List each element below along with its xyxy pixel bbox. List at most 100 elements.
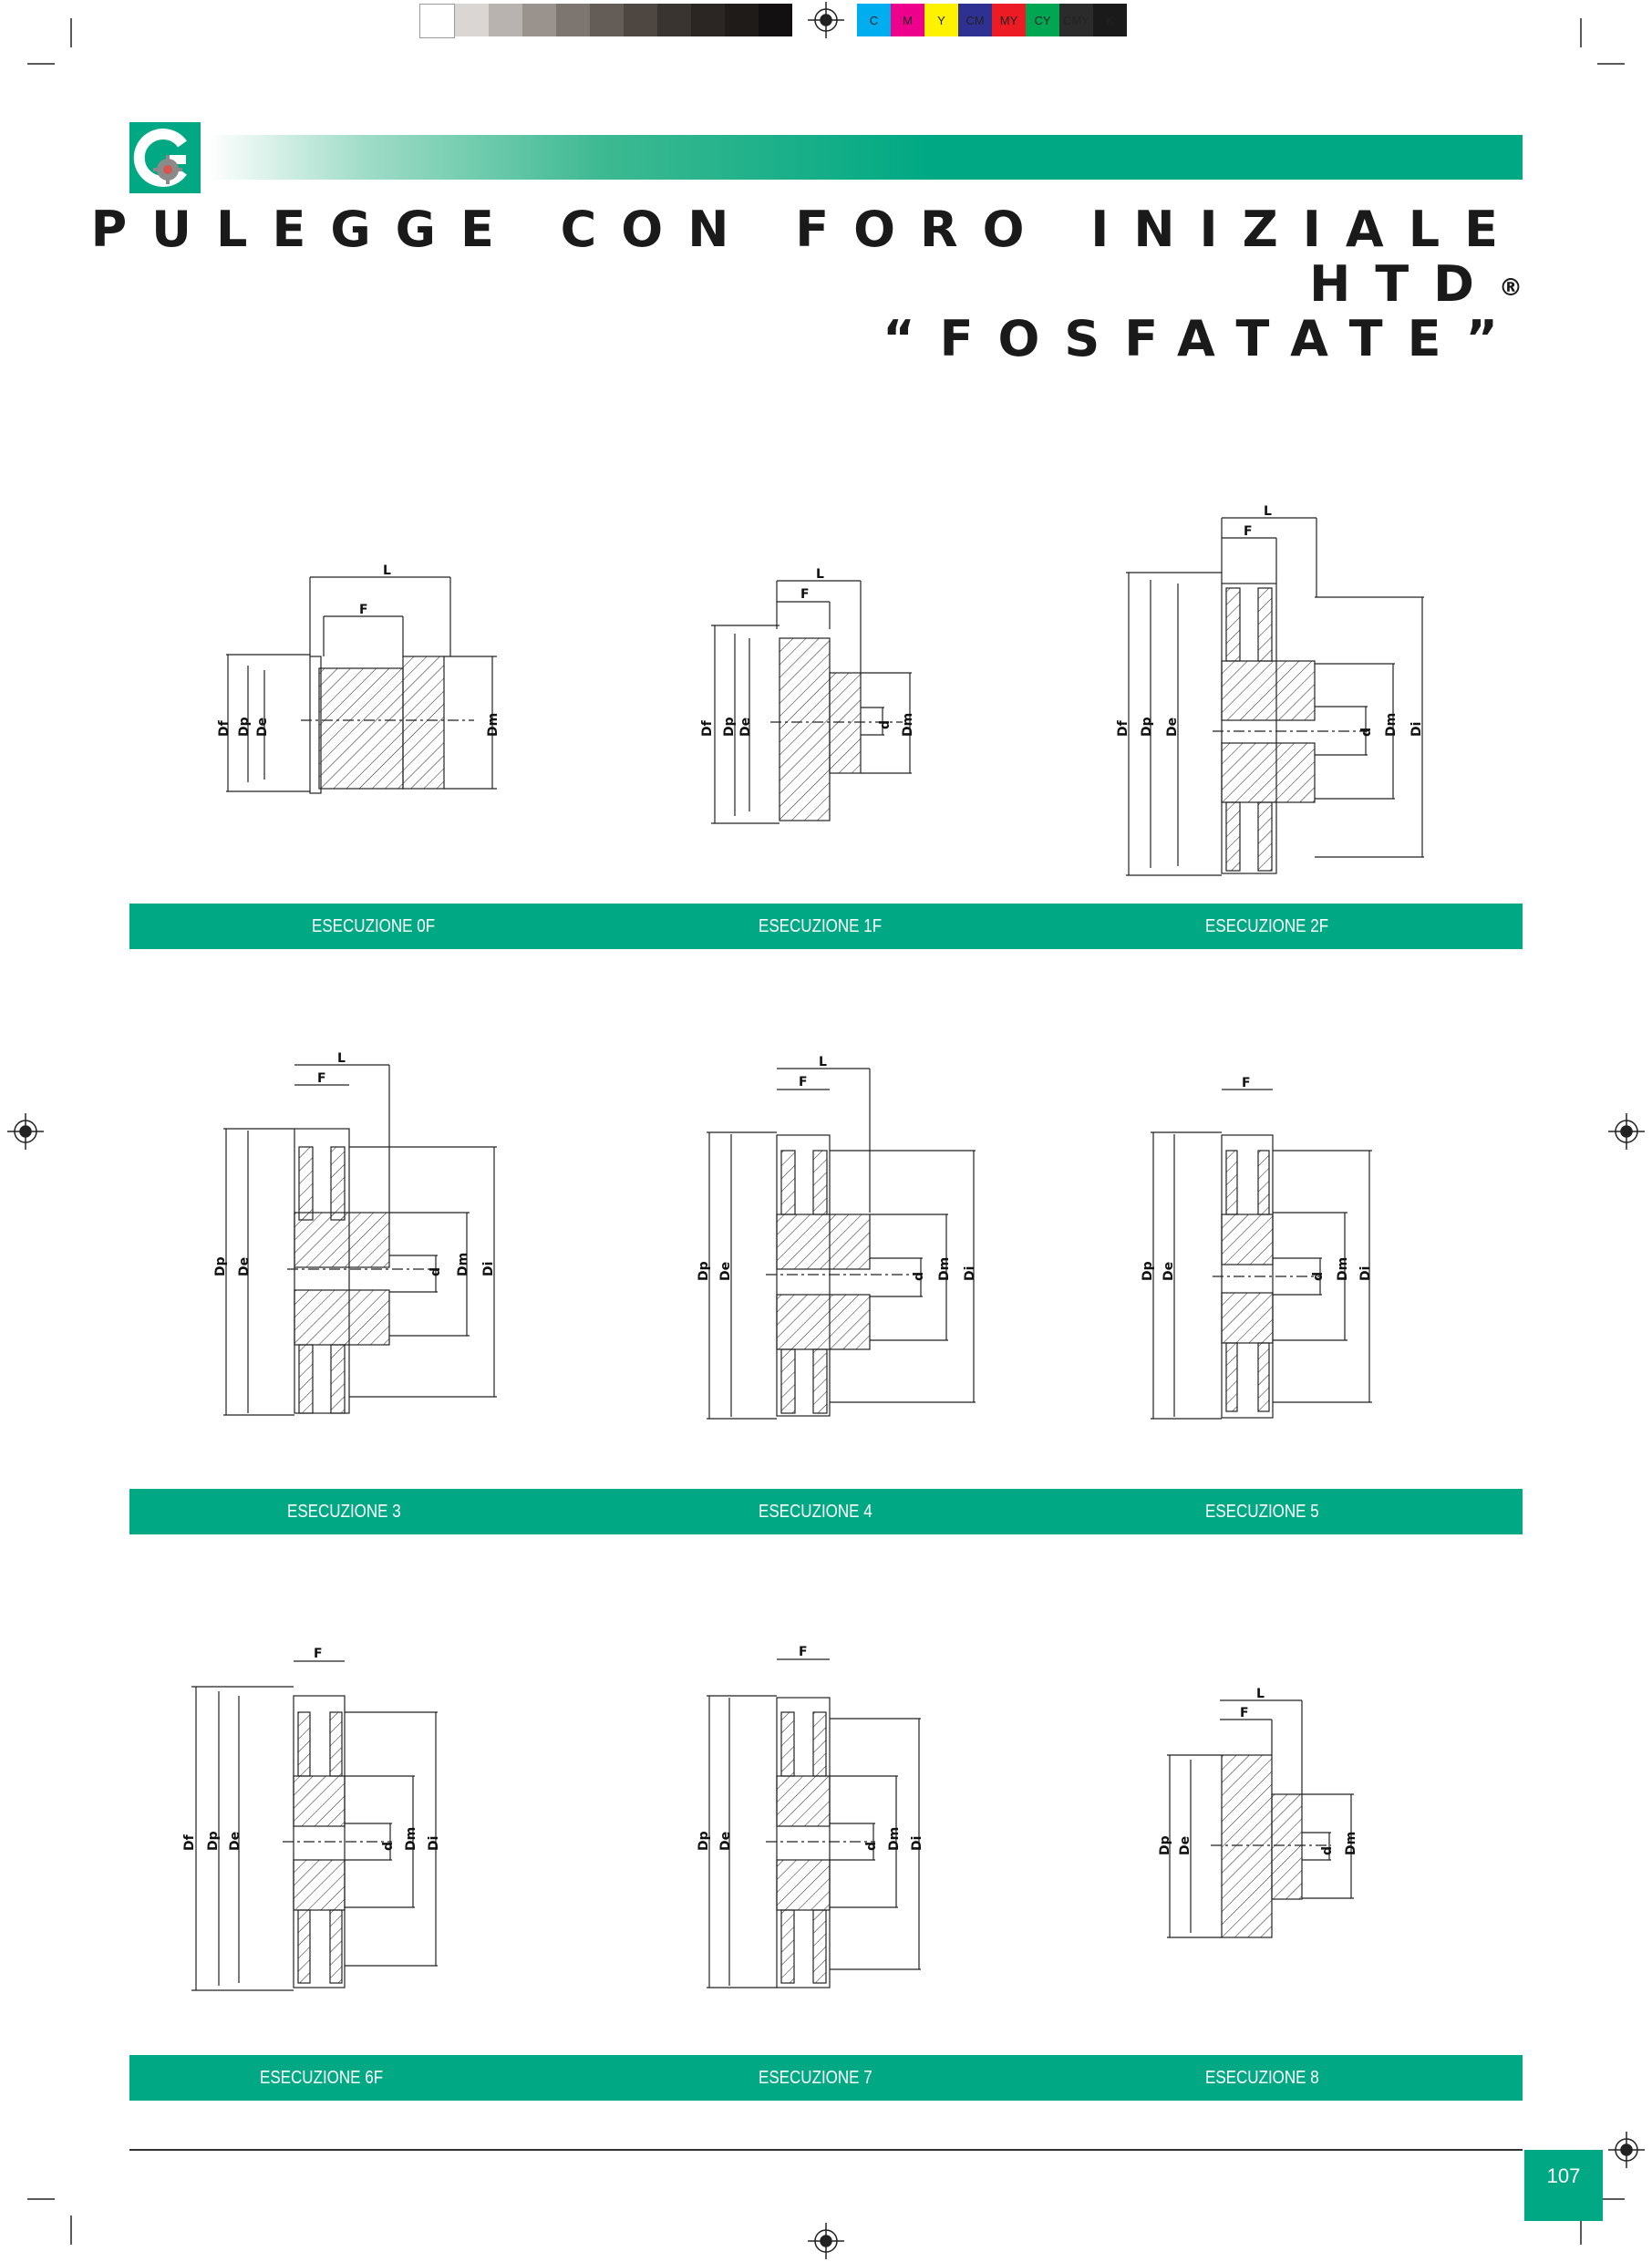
company-logo (129, 122, 201, 193)
dim-label-d: d (1320, 1846, 1335, 1855)
dim-label-dm: Dm (937, 1257, 952, 1281)
dim-label-f: F (1240, 1706, 1249, 1720)
gray-swatch (522, 4, 556, 36)
dim-label-dp: Dp (722, 717, 737, 737)
dim-label-f: F (1242, 1076, 1251, 1090)
label-esecuzione-4: ESECUZIONE 4 (759, 1502, 872, 1522)
page-number: 107 (1524, 2150, 1603, 2221)
registration-target-icon (7, 1113, 44, 1150)
cmyk-swatch: CY (1026, 4, 1059, 36)
dim-label-dp: Dp (1158, 1835, 1172, 1855)
execution-label-bar-row-3: ESECUZIONE 6F ESECUZIONE 7 ESECUZIONE 8 (129, 2055, 1523, 2101)
dim-label-dp: Dp (206, 1831, 221, 1851)
footer-rule (129, 2149, 1523, 2151)
dim-label-f: F (800, 587, 810, 602)
title-line-1: PULEGGE CON FORO INIZIALE HTD (90, 201, 1523, 313)
cmyk-swatch: K (1093, 4, 1127, 36)
cmyk-swatch: CMY (1059, 4, 1093, 36)
drawing-esecuzione-4 (707, 1068, 976, 1420)
gray-scale-strip (419, 4, 792, 38)
label-esecuzione-7: ESECUZIONE 7 (759, 2068, 872, 2088)
dim-label-di: Di (1409, 722, 1424, 737)
gray-swatch (489, 4, 522, 36)
registration-target-icon (808, 2223, 844, 2259)
dim-label-d: d (864, 1842, 879, 1851)
label-esecuzione-2f: ESECUZIONE 2F (1205, 916, 1329, 936)
drawing-esecuzione-8 (1167, 1699, 1354, 1938)
dim-label-dm: Dm (887, 1827, 902, 1851)
dim-label-f: F (799, 1645, 808, 1659)
registered-mark: ® (1499, 274, 1523, 302)
gray-swatch (419, 4, 455, 38)
cmyk-swatch: Y (924, 4, 958, 36)
dim-label-di: Di (1358, 1266, 1373, 1281)
dim-label-dp: Dp (1141, 1261, 1155, 1281)
drawing-esecuzione-5 (1151, 1089, 1372, 1420)
dim-label-d: d (912, 1272, 926, 1281)
registration-target-icon (1608, 2132, 1645, 2168)
dim-label-dm: Dm (1384, 713, 1399, 737)
dim-label-df: Df (700, 719, 715, 737)
dim-label-f: F (317, 1071, 326, 1086)
drawing-esecuzione-1f (711, 580, 912, 824)
dim-label-dp: Dp (213, 1256, 228, 1276)
dim-label-l: L (1256, 1687, 1265, 1701)
drawing-esecuzione-3 (223, 1064, 497, 1416)
dim-label-dm: Dm (456, 1253, 470, 1276)
dim-label-de: De (228, 1832, 243, 1851)
dim-label-de: De (718, 1262, 733, 1281)
dim-label-f: F (359, 603, 368, 617)
gray-swatch (590, 4, 624, 36)
dim-label-l: L (383, 563, 391, 578)
dim-label-f: F (314, 1647, 323, 1661)
dim-label-de: De (1165, 718, 1180, 737)
dim-label-f: F (1244, 524, 1253, 539)
dim-label-l: L (337, 1051, 346, 1066)
dim-label-de: De (255, 718, 270, 737)
gray-swatch (624, 4, 657, 36)
dim-label-d: d (1311, 1272, 1326, 1281)
dim-label-de: De (738, 718, 753, 737)
header-gradient-bar (208, 135, 1523, 180)
dim-label-di: Di (427, 1836, 441, 1851)
dim-label-di: Di (910, 1836, 924, 1851)
cmyk-swatch: C (857, 4, 891, 36)
dim-label-f: F (799, 1075, 808, 1090)
label-esecuzione-0f: ESECUZIONE 0F (312, 916, 436, 936)
gray-swatch (759, 4, 792, 36)
cmyk-swatch: M (891, 4, 924, 36)
dim-label-dp: Dp (237, 717, 252, 737)
label-esecuzione-5: ESECUZIONE 5 (1205, 1502, 1319, 1522)
label-esecuzione-3: ESECUZIONE 3 (287, 1502, 401, 1522)
drawing-esecuzione-0f (226, 576, 497, 794)
drawing-esecuzione-6f (191, 1660, 438, 1991)
page-title: PULEGGE CON FORO INIZIALE HTD® “FOSFATAT… (0, 202, 1523, 367)
dim-label-d: d (381, 1842, 396, 1851)
execution-label-bar-row-2: ESECUZIONE 3 ESECUZIONE 4 ESECUZIONE 5 (129, 1489, 1523, 1534)
cmyk-swatch: MY (992, 4, 1026, 36)
dim-label-dm: Dm (1344, 1832, 1358, 1855)
dim-label-dm: Dm (486, 713, 501, 737)
dim-label-l: L (816, 567, 824, 582)
gray-swatch (691, 4, 725, 36)
dim-label-de: De (1178, 1836, 1193, 1855)
dim-label-de: De (1162, 1262, 1176, 1281)
dim-label-d: d (428, 1267, 443, 1276)
label-esecuzione-8: ESECUZIONE 8 (1205, 2068, 1319, 2088)
title-line-2: “FOSFATATE” (883, 310, 1523, 367)
dim-label-dp: Dp (697, 1831, 711, 1851)
registration-target-icon (808, 2, 844, 38)
dim-label-dp: Dp (697, 1261, 711, 1281)
dim-label-df: Df (217, 719, 232, 737)
dim-label-l: L (1264, 504, 1272, 519)
dim-label-df: Df (1116, 719, 1131, 737)
drawing-esecuzione-7 (707, 1658, 921, 1988)
registration-target-icon (1608, 1113, 1645, 1150)
label-esecuzione-1f: ESECUZIONE 1F (759, 916, 883, 936)
dim-label-dp: Dp (1140, 717, 1154, 737)
cmyk-swatch: CM (958, 4, 992, 36)
dim-label-df: Df (182, 1833, 197, 1851)
